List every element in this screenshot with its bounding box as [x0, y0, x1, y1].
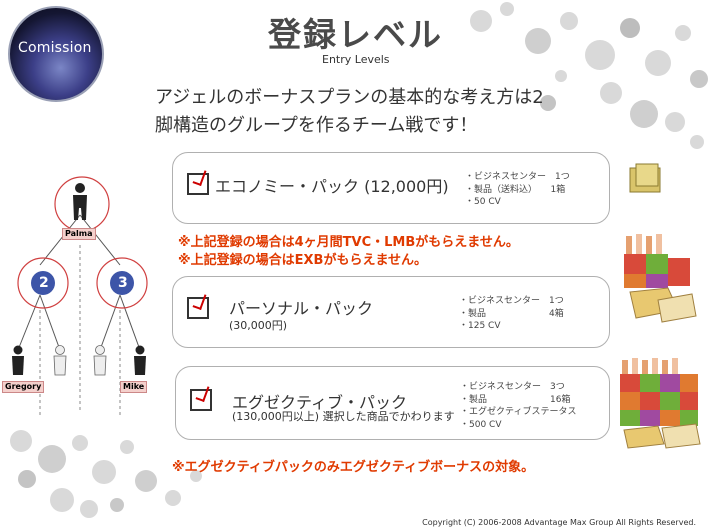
pack-details: ・ビジネスセンター 1つ ・製品 4箱 ・125 CV [459, 296, 564, 331]
intro-line-1: アジェルのボーナスプランの基本的な考え方は2 [155, 87, 544, 108]
economy-pack-card: エコノミー・パック (12,000円) ・ビジネスセンター 1つ ・製品（送料込… [172, 152, 610, 224]
bottom-person-icon-2 [53, 345, 67, 376]
bottom-person-icon-1 [12, 345, 24, 375]
top-person-icon [73, 183, 87, 220]
pack-details: ・ビジネスセンター 1つ ・製品（送料込） 1箱 ・50 CV [465, 172, 570, 207]
tree-lines [17, 214, 141, 351]
left-node-circle [17, 257, 69, 309]
economy-product-image [629, 163, 661, 193]
pack-price: (130,000円以上) 選択した商品でかわります [232, 410, 455, 423]
binary-tree-diagram [12, 176, 148, 415]
pack-price: (30,000円) [229, 319, 288, 332]
personal-pack-card: パーソナル・パック (30,000円) ・ビジネスセンター 1つ ・製品 4箱 … [172, 276, 610, 348]
note-2: ※上記登録の場合はEXBがもらえません。 [178, 253, 428, 268]
copyright-text: Copyright (C) 2006-2008 Advantage Max Gr… [422, 518, 696, 527]
right-globe-icon [110, 271, 134, 295]
page-subtitle: Entry Levels [322, 53, 390, 66]
pack-name: エコノミー・パック (12,000円) [215, 177, 449, 196]
note-1: ※上記登録の場合は4ヶ月間TVC・LMBがもらえません。 [178, 235, 519, 250]
node-label-bottom-left: Gregory [2, 381, 45, 393]
page-title: 登録レベル [268, 15, 443, 54]
logo-text: Comission [18, 40, 92, 56]
intro-line-2: 脚構造のグループを作るチーム戦です！ [155, 115, 478, 136]
pack-name: パーソナル・パック [229, 299, 374, 318]
node-number-left: 2 [39, 275, 49, 291]
tree-dashed-lines [39, 245, 121, 415]
note-3: ※エグゼクティブパックのみエグゼクティブボーナスの対象。 [172, 460, 535, 475]
intro-text: アジェルのボーナスプランの基本的な考え方は2 脚構造のグループを作るチーム戦です… [155, 84, 544, 140]
executive-product-image [620, 358, 701, 449]
node-label-bottom-right: Mike [120, 381, 148, 393]
checkbox-icon [187, 173, 209, 195]
personal-product-image [624, 234, 697, 323]
pack-name: エグゼクティブ・パック [232, 393, 408, 412]
node-label-top: Palma [62, 228, 96, 240]
executive-pack-card: エグゼクティブ・パック (130,000円以上) 選択した商品でかわります ・ビ… [175, 366, 610, 440]
bottom-person-icon-4 [134, 345, 146, 375]
bottom-person-icon-3 [93, 345, 107, 376]
node-number-right: 3 [118, 275, 128, 291]
right-node-circle [96, 257, 148, 309]
checkbox-icon [190, 389, 212, 411]
checkbox-icon [187, 297, 209, 319]
left-globe-icon [31, 271, 55, 295]
comission-logo [8, 6, 104, 102]
pack-details: ・ビジネスセンター 3つ ・製品 16箱 ・エグゼクティブステータス ・500 … [460, 382, 577, 430]
